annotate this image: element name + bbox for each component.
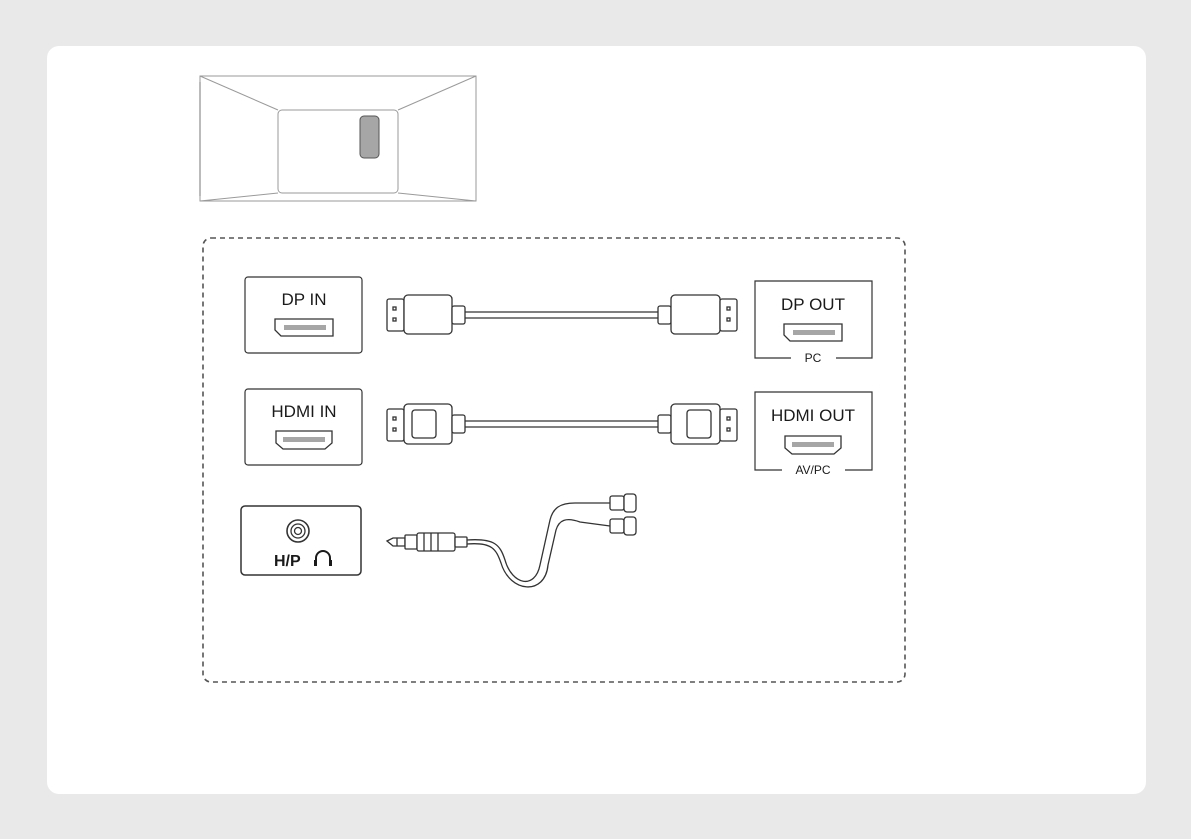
displayport-port-icon — [275, 319, 333, 336]
dp-out-label: DP OUT — [781, 295, 845, 314]
hdmi-out-label: HDMI OUT — [771, 406, 855, 425]
headphone-port: H/P — [241, 506, 361, 575]
displayport-port-icon — [784, 324, 842, 341]
audio-split-cable-icon — [387, 494, 636, 587]
monitor-rear-panel-icon — [200, 76, 476, 201]
hdmi-out-device-label: AV/PC — [795, 463, 830, 477]
hdmi-port-icon — [276, 431, 332, 449]
hdmi-out-port: HDMI OUT AV/PC — [755, 392, 872, 477]
dp-out-device-label: PC — [805, 351, 822, 365]
hdmi-in-port: HDMI IN — [245, 389, 362, 465]
dp-in-port: DP IN — [245, 277, 362, 353]
hdmi-in-label: HDMI IN — [271, 402, 336, 421]
headphone-label: H/P — [274, 553, 301, 570]
hdmi-port-icon — [785, 436, 841, 454]
displayport-cable-icon — [387, 295, 737, 334]
dp-in-label: DP IN — [281, 290, 326, 309]
hdmi-cable-icon — [387, 404, 737, 444]
dp-out-port: DP OUT PC — [755, 281, 872, 365]
